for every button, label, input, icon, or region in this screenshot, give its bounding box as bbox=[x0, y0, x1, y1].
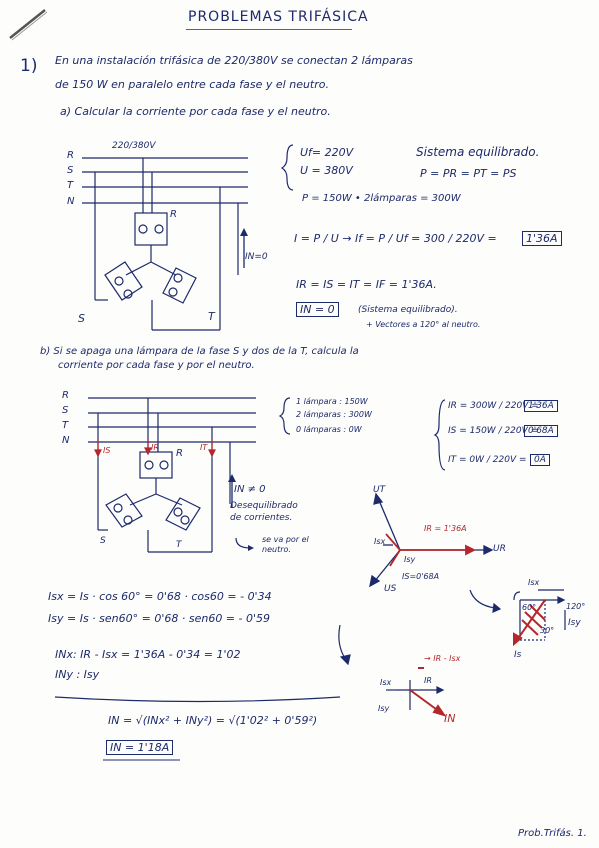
triangle-angle-30: 30° bbox=[540, 626, 555, 635]
phase-currents-a: IR = IS = IT = IF = 1'36A. bbox=[296, 278, 437, 291]
sum-isy-label: Isy bbox=[378, 704, 390, 713]
problem-number: 1) bbox=[20, 56, 38, 76]
triangle-isy-label: Isy bbox=[568, 618, 581, 628]
is-result: 0'68A bbox=[524, 425, 558, 437]
load-label-s-a: S bbox=[78, 312, 85, 325]
lamps-line-1: 1 lámpara : 150W bbox=[296, 397, 368, 406]
load-label-r-b: R bbox=[176, 448, 183, 459]
neutral-arrow-a bbox=[240, 228, 248, 268]
triangle-is-vector bbox=[513, 599, 546, 647]
lamps-line-3: 0 lámparas : 0W bbox=[296, 425, 362, 434]
neutral-flow-note: se va por el neutro. bbox=[262, 535, 309, 554]
system-balanced: Sistema equilibrado. bbox=[416, 145, 540, 159]
sum-ir-minus-isx: → IR - Isx bbox=[424, 654, 461, 663]
neutral-current-a: IN=0 bbox=[245, 252, 268, 262]
phasor-currents bbox=[385, 533, 477, 567]
load-label-t-b: T bbox=[176, 540, 182, 550]
voltage-label-a: 220/380V bbox=[112, 141, 156, 151]
brace-b2 bbox=[433, 399, 446, 471]
part-b-line-1: b) Si se apaga una lámpara de la fase S … bbox=[40, 346, 359, 357]
section-divider bbox=[54, 696, 341, 703]
line-label-t-a: T bbox=[67, 180, 74, 191]
phasor-isx-label: Isx bbox=[374, 537, 386, 546]
sum-in-vector bbox=[409, 667, 447, 717]
neutral-arrow-b bbox=[228, 474, 254, 551]
phasor-ur-label: UR bbox=[493, 544, 506, 554]
phasor-ir-label: IR = 1'36A bbox=[424, 524, 467, 533]
load-label-r-a: R bbox=[170, 209, 177, 220]
phase-voltage: Uf= 220V bbox=[300, 146, 354, 159]
phasor-ut-label: UT bbox=[373, 485, 386, 495]
triangle-angle-120: 120° bbox=[566, 602, 586, 611]
brace-a bbox=[280, 144, 294, 191]
circuit-diagram-a bbox=[82, 157, 248, 331]
it-calc: IT = 0W / 220V = bbox=[448, 455, 527, 465]
vectors-note-a: + Vectores a 120° al neutro. bbox=[366, 320, 481, 329]
line-voltage: U = 380V bbox=[300, 164, 353, 177]
statement-line-2: de 150 W en paralelo entre cada fase y e… bbox=[55, 78, 329, 91]
arrow-to-triangle bbox=[469, 589, 502, 613]
current-is-label: IS bbox=[103, 446, 111, 455]
current-arrows-b bbox=[94, 440, 216, 458]
ir-result: 1'36A bbox=[524, 400, 558, 412]
iny-calc: INy : Isy bbox=[55, 668, 100, 681]
triangle-angle-60: 60° bbox=[522, 603, 537, 612]
sum-isx-label: Isx bbox=[380, 678, 392, 687]
circuit-diagram-b bbox=[88, 397, 256, 553]
pen-stroke-icon bbox=[9, 9, 48, 41]
power-equality: P = PR = PT = PS bbox=[420, 167, 517, 180]
phasor-is-label: IS=0'68A bbox=[402, 572, 440, 581]
page-title: PROBLEMAS TRIFÁSICA bbox=[188, 9, 369, 25]
triangle-isx-label: Isx bbox=[528, 578, 540, 587]
title-underline bbox=[186, 29, 352, 30]
part-b-line-2: corriente por cada fase y por el neutro. bbox=[58, 360, 255, 371]
neutral-note-a: (Sistema equilibrado). bbox=[358, 305, 458, 315]
line-label-r-b: R bbox=[62, 390, 69, 401]
line-label-t-b: T bbox=[62, 420, 69, 431]
phasor-isy-label: Isy bbox=[404, 555, 416, 564]
line-label-n-a: N bbox=[67, 196, 75, 207]
current-result-a: 1'36A bbox=[522, 231, 562, 246]
current-it-label: IT bbox=[200, 443, 208, 452]
triangle-is-label: Is bbox=[514, 650, 522, 660]
sum-in-label: IN bbox=[444, 712, 456, 725]
isy-calc: Isy = Is · sen60° = 0'68 · sen60 = - 0'5… bbox=[48, 612, 271, 625]
load-label-t-a: T bbox=[208, 310, 215, 323]
phasor-us-label: US bbox=[384, 584, 397, 594]
arrow-down-hook bbox=[338, 624, 351, 666]
neutral-current-b: IN ≠ 0 bbox=[234, 484, 266, 495]
sum-ir-label: IR bbox=[424, 676, 432, 685]
line-label-s-b: S bbox=[62, 405, 69, 416]
line-label-s-a: S bbox=[67, 165, 74, 176]
current-formula: I = P / U → If = P / Uf = 300 / 220V = bbox=[294, 232, 497, 245]
part-a-question: a) Calcular la corriente por cada fase y… bbox=[60, 105, 331, 118]
brace-b1 bbox=[278, 397, 291, 435]
unbalanced-note: Desequilibrado de corrientes. bbox=[230, 501, 298, 523]
sum-diagram bbox=[386, 680, 445, 710]
ir-calc: IR = 300W / 220V = bbox=[448, 401, 539, 411]
in-result: IN = 1'18A bbox=[106, 740, 174, 755]
in-formula: IN = √(INx² + INy²) = √(1'02² + 0'59²) bbox=[108, 714, 318, 727]
lamps-line-2: 2 lámparas : 300W bbox=[296, 410, 372, 419]
inx-calc: INx: IR - Isx = 1'36A - 0'34 = 1'02 bbox=[55, 648, 241, 661]
statement-line-1: En una instalación trifásica de 220/380V… bbox=[55, 54, 413, 67]
isx-calc: Isx = Is · cos 60° = 0'68 · cos60 = - 0'… bbox=[48, 590, 272, 603]
load-label-s-b: S bbox=[100, 536, 106, 546]
it-result: 0A bbox=[530, 454, 550, 466]
neutral-result-a: IN = 0 bbox=[296, 302, 339, 317]
is-calc: IS = 150W / 220V = bbox=[448, 426, 539, 436]
current-ir-label: IR bbox=[151, 443, 159, 452]
power-calc: P = 150W • 2lámparas = 300W bbox=[302, 193, 461, 204]
triangle-diagram bbox=[513, 589, 566, 641]
line-label-n-b: N bbox=[62, 435, 70, 446]
page-footer: Prob.Trifás. 1. bbox=[518, 828, 587, 839]
line-label-r-a: R bbox=[67, 150, 74, 161]
